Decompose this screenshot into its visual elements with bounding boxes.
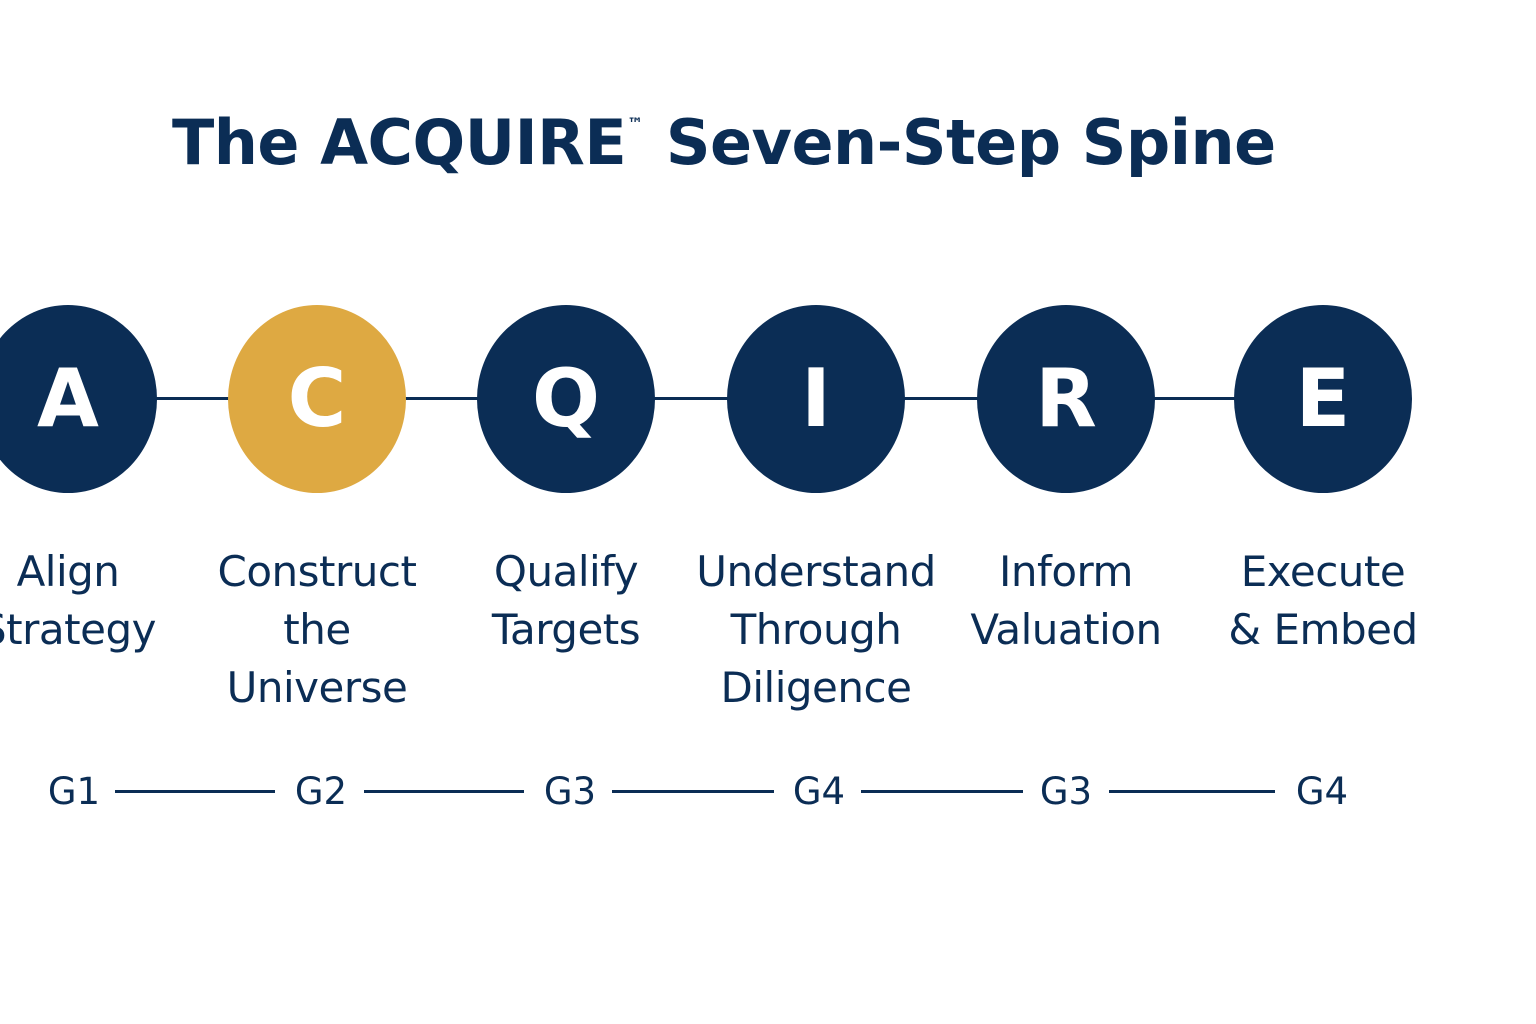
step-label: Qualify Targets bbox=[491, 547, 641, 654]
step-label: Inform Valuation bbox=[970, 547, 1162, 654]
step-circle-i: I bbox=[727, 305, 905, 493]
gate-label: G4 bbox=[792, 770, 846, 813]
trademark-mark: ™ bbox=[627, 114, 643, 133]
step-qualify: Q Qualify Targets bbox=[436, 305, 696, 659]
gate-label: G4 bbox=[1295, 770, 1349, 813]
page-title: The ACQUIRE™ Seven-Step Spine bbox=[172, 112, 1276, 174]
step-label: Execute & Embed bbox=[1228, 547, 1418, 654]
step-letter: A bbox=[37, 352, 99, 445]
step-letter: Q bbox=[531, 352, 600, 445]
step-letter: E bbox=[1295, 352, 1351, 445]
step-circle-r: R bbox=[977, 305, 1155, 493]
gate-label: G2 bbox=[294, 770, 348, 813]
step-circle-e: E bbox=[1234, 305, 1412, 493]
step-label: Construct the Universe bbox=[217, 547, 417, 712]
title-main: The ACQUIRE bbox=[172, 106, 627, 179]
step-letter: R bbox=[1035, 352, 1097, 445]
gate-label: G1 bbox=[47, 770, 101, 813]
step-construct: C Construct the Universe bbox=[187, 305, 447, 717]
step-label: Align Strategy bbox=[0, 547, 156, 654]
step-understand: I Understand Through Diligence bbox=[686, 305, 946, 717]
step-letter: C bbox=[287, 352, 347, 445]
step-circle-c: C bbox=[228, 305, 406, 493]
title-rest: Seven-Step Spine bbox=[644, 106, 1276, 179]
gate-connector bbox=[364, 790, 524, 793]
step-circle-q: Q bbox=[477, 305, 655, 493]
spine-connector-line bbox=[60, 397, 1330, 400]
gate-connector bbox=[115, 790, 275, 793]
gate-connector bbox=[861, 790, 1023, 793]
step-align: A Align Strategy bbox=[0, 305, 198, 659]
step-circle-a: A bbox=[0, 305, 157, 493]
gate-label: G3 bbox=[543, 770, 597, 813]
gate-connector bbox=[1109, 790, 1275, 793]
step-label: Understand Through Diligence bbox=[696, 547, 936, 712]
gate-label: G3 bbox=[1039, 770, 1093, 813]
step-letter: I bbox=[801, 352, 831, 445]
step-execute: E Execute & Embed bbox=[1193, 305, 1453, 659]
step-inform: R Inform Valuation bbox=[936, 305, 1196, 659]
gate-row: G1 G2 G3 G4 G3 G4 bbox=[0, 770, 1536, 814]
gate-connector bbox=[612, 790, 774, 793]
